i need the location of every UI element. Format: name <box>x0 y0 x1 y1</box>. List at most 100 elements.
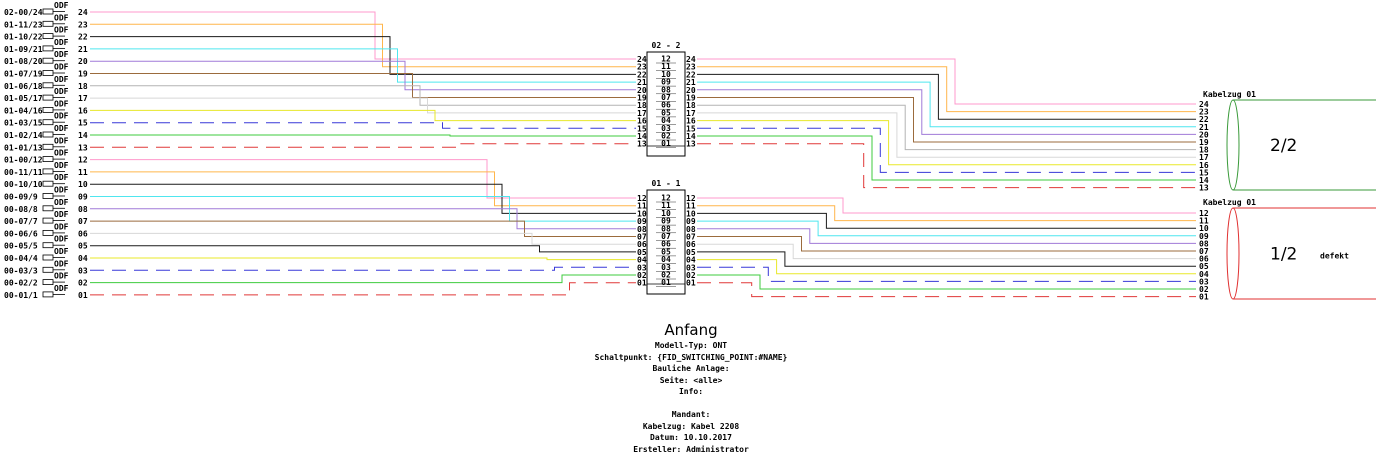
splice-port-out: 14 <box>686 132 696 141</box>
connector-tag: ODF <box>54 247 69 256</box>
fiber-wire-left <box>90 282 636 296</box>
left-port-label: 00-02/2 <box>4 279 38 288</box>
fiber-wire-right <box>697 66 1196 113</box>
splice-port-out: 01 <box>686 279 696 288</box>
splice-port-in: 15 <box>637 124 647 133</box>
splice-port-out: 13 <box>686 140 696 149</box>
left-fiber-number: 14 <box>78 131 88 140</box>
fiber-wire-left <box>90 11 636 60</box>
splice-port-out: 20 <box>686 86 696 95</box>
fiber-wire-left <box>90 257 636 261</box>
fiber-wire-right <box>697 205 1196 222</box>
splice-port-out: 19 <box>686 94 696 103</box>
fiber-wire-right <box>697 112 1196 158</box>
connector-tag: ODF <box>54 210 69 219</box>
splice-port-out: 12 <box>686 194 696 203</box>
cable-fiber-number: 13 <box>1199 184 1209 193</box>
cable-fiber-number: 05 <box>1199 262 1209 271</box>
left-fiber-number: 10 <box>78 180 88 189</box>
splice-port-in: 05 <box>637 248 647 257</box>
fiber-wire-left <box>90 171 636 207</box>
fiber-wire-right <box>697 266 1196 282</box>
left-fiber-number: 22 <box>78 33 88 42</box>
connector-tag: ODF <box>54 26 69 35</box>
splice-inner-number: 12 <box>661 55 671 64</box>
fiber-wire-right <box>697 228 1196 244</box>
fiber-wire-left <box>90 232 636 245</box>
splice-port-in: 12 <box>637 194 647 203</box>
fiber-wire-left <box>90 220 636 237</box>
info-footer: Anfang Modell-Typ: ONT Schaltpunkt: {FID… <box>0 320 1382 455</box>
connector-tag: ODF <box>54 124 69 133</box>
left-fiber-number: 21 <box>78 45 88 54</box>
splice-inner-number: 02 <box>661 132 671 141</box>
fiber-wire-left <box>90 36 636 75</box>
connector-tag: ODF <box>54 186 69 195</box>
left-port-label: 02-00/24 <box>4 8 43 17</box>
connector-icon <box>42 119 54 126</box>
splice-port-in: 08 <box>637 225 647 234</box>
connector-icon <box>42 193 54 199</box>
left-fiber-number: 15 <box>78 119 88 128</box>
cable-fiber-number: 23 <box>1199 108 1209 117</box>
splice-port-in: 03 <box>637 263 647 272</box>
left-port-label: 00-05/5 <box>4 242 38 251</box>
fiber-wire-left <box>90 274 636 284</box>
splice-block-title: 01 - 1 <box>652 179 681 188</box>
connector-tag: ODF <box>54 222 69 231</box>
connector-icon <box>42 131 54 138</box>
fiber-wire-right <box>697 143 1196 189</box>
left-port-label: 00-07/7 <box>4 217 38 226</box>
fiber-wire-right <box>697 251 1196 267</box>
info-author: Ersteller: Administrator <box>633 444 749 454</box>
splice-inner-number: 04 <box>661 116 671 125</box>
splice-inner-number: 08 <box>661 224 671 233</box>
fiber-wire-right <box>697 127 1196 173</box>
splice-port-out: 08 <box>686 225 696 234</box>
connector-icon <box>42 254 54 261</box>
info-model-type: Modell-Typ: ONT <box>654 341 728 350</box>
info-client: Mandant: <box>671 410 711 419</box>
fiber-wire-left <box>90 208 636 230</box>
splice-inner-number: 06 <box>661 101 671 110</box>
fiber-wire-left <box>90 245 636 253</box>
cable-label: 2/2 <box>1270 136 1297 156</box>
splice-inner-number: 05 <box>661 247 671 256</box>
cable-label: 1/2 <box>1270 245 1297 265</box>
diagram-title: Anfang <box>664 321 718 339</box>
splice-block-title: 02 - 2 <box>652 41 681 50</box>
connector-tag: ODF <box>54 235 69 244</box>
left-fiber-number: 18 <box>78 82 88 91</box>
connector-icon <box>42 8 54 15</box>
cable-fiber-number: 07 <box>1199 247 1209 256</box>
fiber-wire-left <box>90 23 636 68</box>
connector-tag: ODF <box>54 173 69 182</box>
cable-fiber-number: 15 <box>1199 168 1209 177</box>
cable-fiber-number: 01 <box>1199 293 1209 302</box>
connector-tag: ODF <box>54 272 69 281</box>
fiber-wire-right <box>697 236 1196 252</box>
splice-inner-number: 03 <box>661 263 671 272</box>
left-port-label: 01-05/17 <box>4 94 43 103</box>
splice-port-in: 22 <box>637 70 647 79</box>
splice-port-out: 03 <box>686 263 696 272</box>
connector-icon <box>42 180 54 187</box>
splice-port-in: 14 <box>637 132 647 141</box>
left-fiber-number: 23 <box>78 20 88 29</box>
cable-fiber-number: 06 <box>1199 255 1209 264</box>
connector-tag: ODF <box>54 136 69 145</box>
cable-ellipse <box>1226 99 1240 191</box>
left-port-label: 00-03/3 <box>4 266 38 275</box>
connector-tag: ODF <box>54 63 69 72</box>
left-fiber-number: 01 <box>78 291 88 300</box>
fiber-wire-right <box>697 104 1196 151</box>
left-fiber-number: 11 <box>78 168 88 177</box>
info-building: Bauliche Anlage: <box>652 364 730 373</box>
splice-port-in: 20 <box>637 86 647 95</box>
left-fiber-number: 05 <box>78 242 88 251</box>
fiber-wire-right <box>697 81 1196 128</box>
splice-port-in: 21 <box>637 78 647 87</box>
cable-fiber-number: 22 <box>1199 115 1209 124</box>
splice-inner-number: 04 <box>661 255 671 264</box>
fiber-wire-left <box>90 48 636 83</box>
